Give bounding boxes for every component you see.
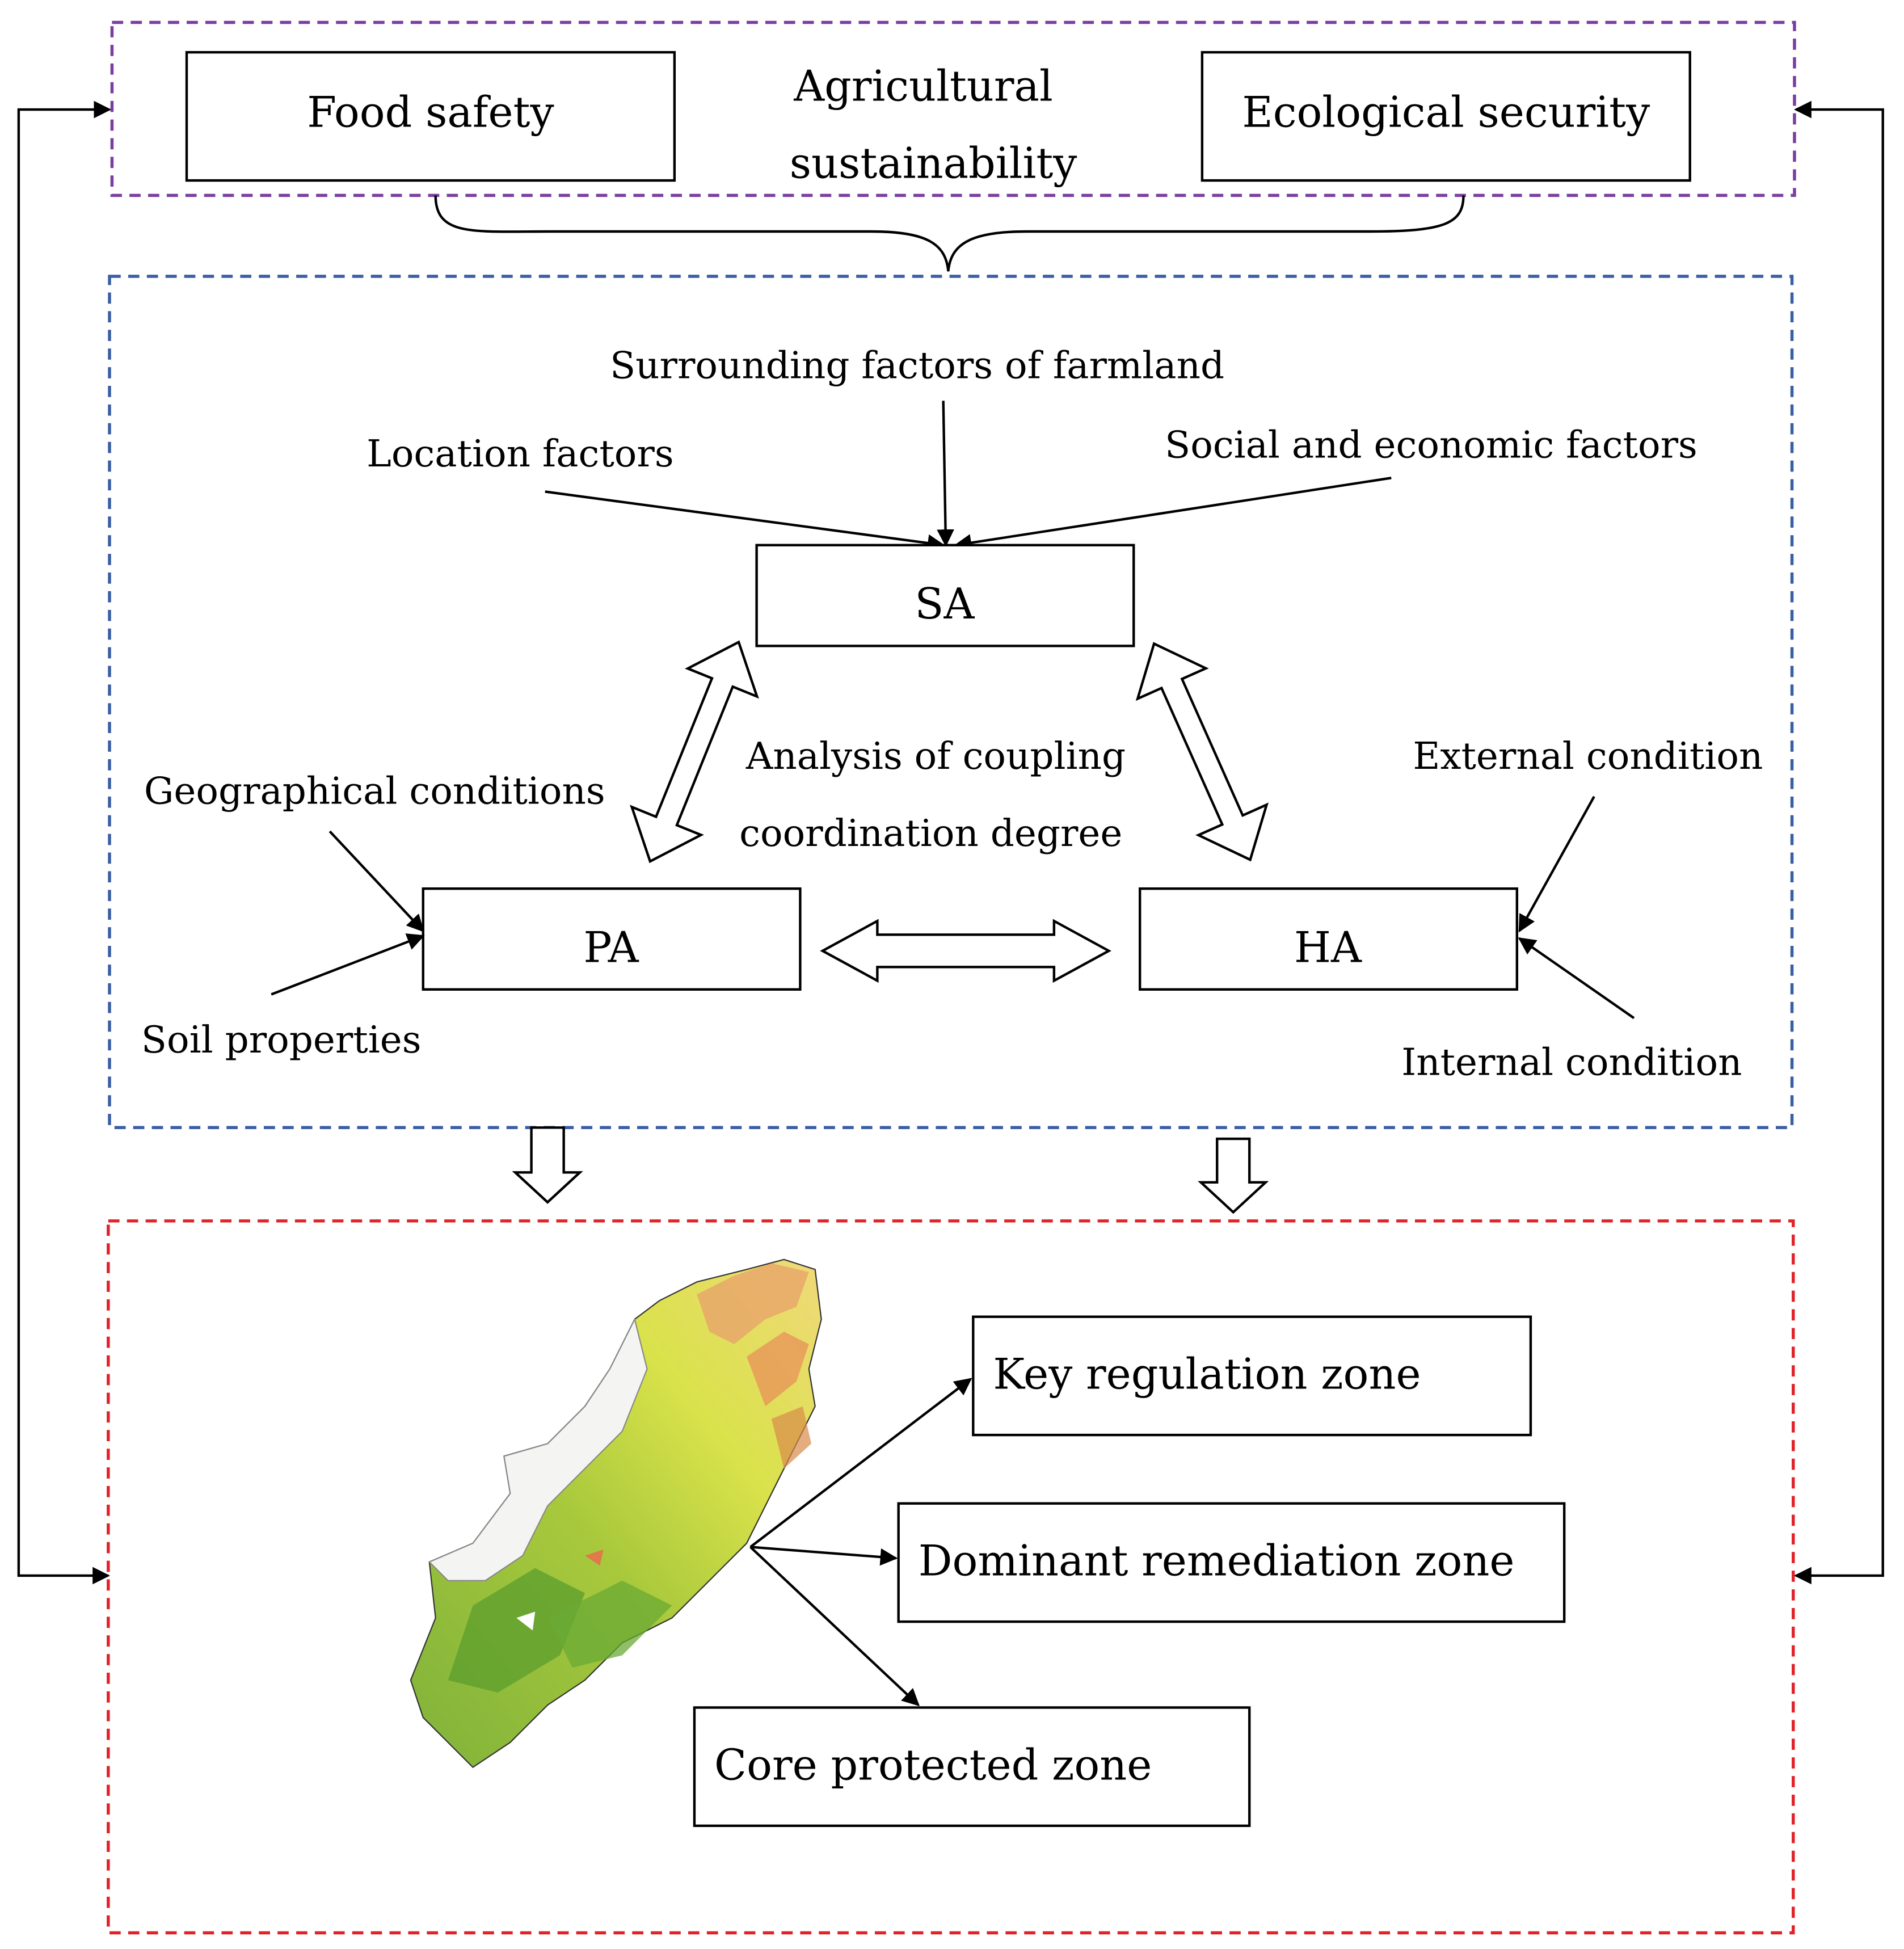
social-arrow [954, 477, 1392, 552]
ecological-security-label: Ecological security [1242, 87, 1650, 137]
internal-condition-label: Internal condition [1401, 1041, 1742, 1084]
food-safety-box [185, 50, 676, 182]
right-feedback-loop [1794, 100, 1884, 1585]
dominant-remediation-zone-label: Dominant remediation zone [919, 1537, 1515, 1586]
regional-zoning-map [410, 1258, 822, 1769]
down-arrow-right [1198, 1137, 1269, 1214]
location-arrow [545, 490, 945, 552]
food-safety-label: Food safety [307, 87, 554, 137]
social-economic-factors-label: Social and economic factors [1165, 423, 1697, 467]
surrounding-arrow [937, 401, 954, 547]
key-regulation-zone-box [972, 1315, 1532, 1437]
agricultural-sustainability-line2: sustainability [790, 138, 1077, 188]
geographical-conditions-label: Geographical conditions [144, 769, 605, 813]
sa-ha-double-arrow [1135, 642, 1269, 862]
ha-label: HA [1294, 923, 1362, 972]
ecological-security-box [1200, 50, 1691, 182]
core-protected-zone-box [693, 1706, 1251, 1828]
sa-label: SA [915, 579, 975, 629]
internal-arrow [1518, 937, 1635, 1020]
sa-pa-double-arrow [630, 640, 759, 864]
pa-ha-double-arrow [820, 919, 1111, 983]
sa-box [755, 544, 1135, 647]
left-feedback-loop [17, 100, 112, 1585]
agricultural-sustainability-line1: Agricultural [793, 61, 1053, 111]
core-zone-arrow [749, 1546, 920, 1707]
dominant-zone-arrow [750, 1546, 898, 1566]
dominant-remediation-zone-box [897, 1502, 1566, 1623]
agricultural-sustainability-frame [110, 20, 1796, 197]
external-condition-label: External condition [1413, 734, 1763, 778]
zoning-frame [107, 1219, 1795, 1935]
down-arrow-left [512, 1126, 583, 1204]
surrounding-factors-label: Surrounding factors of farmland [610, 343, 1224, 387]
soil-arrow [271, 933, 425, 996]
pa-box [422, 887, 802, 991]
analysis-line2: coordination degree [739, 811, 1122, 855]
geographical-arrow [328, 830, 424, 932]
location-factors-label: Location factors [367, 432, 673, 475]
ha-box [1139, 887, 1519, 991]
core-protected-zone-label: Core protected zone [714, 1740, 1152, 1790]
key-regulation-zone-label: Key regulation zone [993, 1350, 1421, 1399]
pa-label: PA [583, 923, 639, 972]
external-arrow [1518, 795, 1595, 933]
analysis-line1: Analysis of coupling [745, 734, 1126, 778]
soil-properties-label: Soil properties [141, 1018, 422, 1062]
grouping-brace [434, 195, 1465, 272]
key-zone-arrow [749, 1378, 972, 1548]
coupling-analysis-frame [108, 275, 1794, 1130]
